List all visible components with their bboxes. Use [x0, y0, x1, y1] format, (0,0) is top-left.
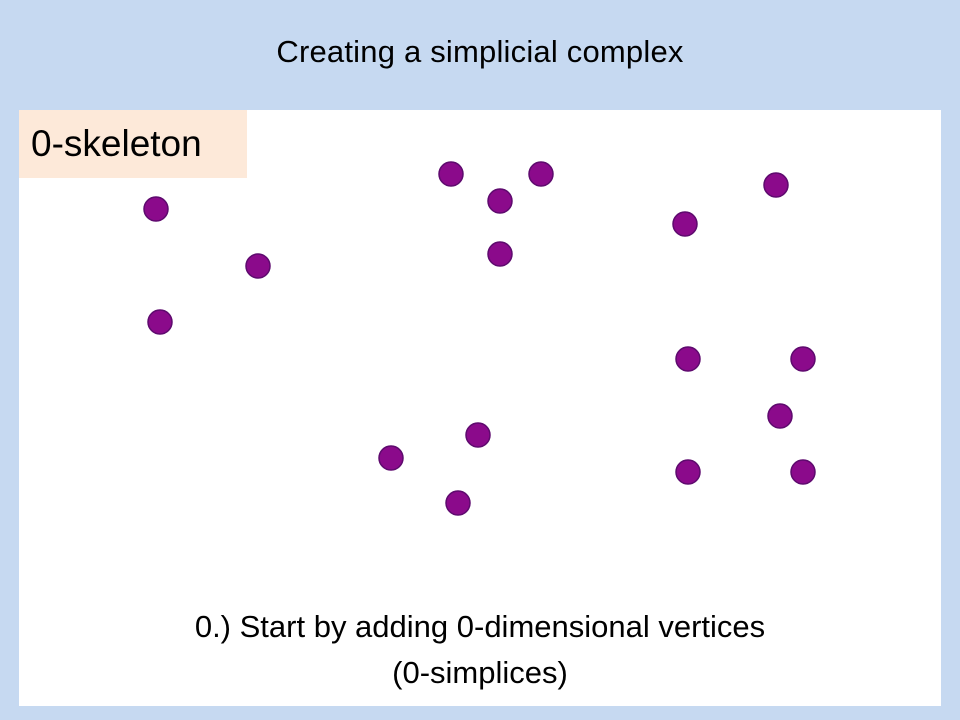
caption: 0.) Start by adding 0-dimensional vertic…	[0, 604, 960, 696]
vertex	[675, 346, 701, 372]
vertex	[675, 459, 701, 485]
slide-title: Creating a simplicial complex	[276, 34, 684, 69]
skeleton-label: 0-skeleton	[19, 110, 247, 178]
vertex	[445, 490, 471, 516]
vertex	[465, 422, 491, 448]
vertex	[487, 188, 513, 214]
vertex	[790, 346, 816, 372]
vertex	[790, 459, 816, 485]
vertex	[487, 241, 513, 267]
vertex	[767, 403, 793, 429]
vertex	[438, 161, 464, 187]
vertex	[763, 172, 789, 198]
caption-line-2: (0-simplices)	[392, 655, 568, 690]
vertex	[378, 445, 404, 471]
vertex	[143, 196, 169, 222]
vertex	[672, 211, 698, 237]
caption-line-1: 0.) Start by adding 0-dimensional vertic…	[194, 609, 766, 644]
vertex	[245, 253, 271, 279]
vertex	[147, 309, 173, 335]
vertex	[528, 161, 554, 187]
